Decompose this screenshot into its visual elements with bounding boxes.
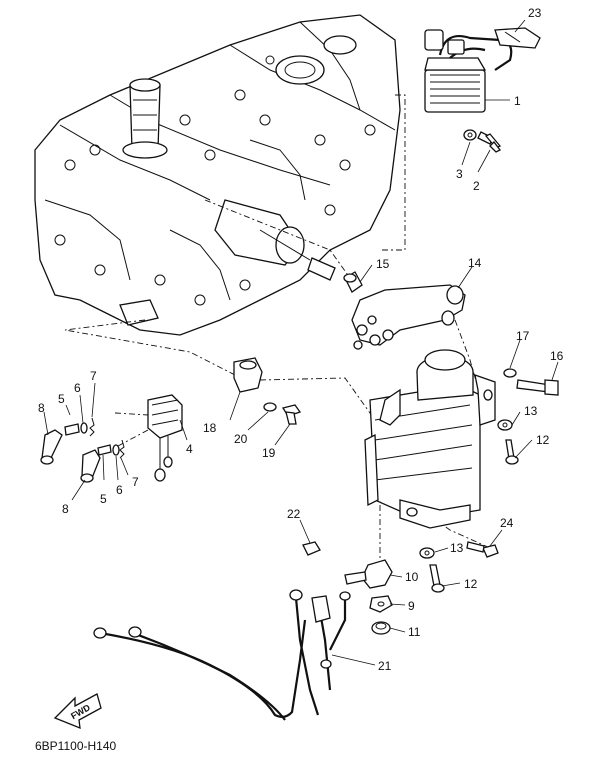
part-label-8a: 8 (38, 401, 45, 415)
leader-dash (259, 377, 376, 421)
part-label-15: 15 (376, 257, 390, 271)
relay-10 (344, 559, 393, 589)
part-label-5a: 5 (58, 392, 65, 406)
ignition-coil (114, 394, 183, 482)
rectifier-regulator (424, 29, 513, 113)
collar-15 (343, 271, 363, 293)
part-label-13b: 13 (450, 541, 464, 555)
washer-3 (463, 129, 477, 141)
battery-cable (93, 589, 351, 721)
part-label-12a: 12 (536, 433, 550, 447)
washer-6b (112, 444, 120, 456)
label-leaders (43, 19, 559, 666)
part-label-19: 19 (262, 446, 276, 460)
part-label-2: 2 (473, 179, 480, 193)
part-label-14: 14 (468, 256, 482, 270)
sensor-18 (233, 357, 263, 393)
plug-cap-lower (80, 449, 101, 483)
part-label-13a: 13 (524, 404, 538, 418)
part-label-11: 11 (408, 625, 421, 639)
part-label-9: 9 (408, 599, 415, 613)
washer-13a (497, 419, 513, 431)
part-label-3: 3 (456, 167, 463, 181)
spring-7b (119, 439, 125, 459)
part-label-22: 22 (287, 507, 301, 521)
part-label-10: 10 (405, 570, 419, 584)
screw-5b (97, 444, 112, 456)
cover-11 (371, 621, 391, 635)
plug-cap-upper (40, 429, 63, 465)
bolt-2 (477, 131, 502, 153)
part-label-7b: 7 (132, 475, 139, 489)
diagram-code: 6BP1100-H140 (35, 739, 116, 753)
leader-dash (380, 94, 406, 251)
part-label-6a: 6 (74, 381, 81, 395)
part-label-17: 17 (516, 329, 530, 343)
leader-dash (204, 199, 351, 279)
starter-bracket (351, 284, 466, 350)
part-label-8b: 8 (62, 502, 69, 516)
part-label-4: 4 (186, 442, 193, 456)
washer-13b (419, 547, 435, 559)
part-label-24: 24 (500, 516, 514, 530)
part-number-labels: 1 23 3 2 15 14 17 16 13 12 7 6 5 8 4 18 … (38, 6, 564, 673)
part-label-7a: 7 (90, 369, 97, 383)
bolt-12a (505, 439, 519, 465)
nut-9 (369, 595, 393, 613)
washer-6a (80, 422, 88, 434)
screw-5a (64, 423, 80, 436)
washer-17 (503, 368, 517, 378)
bolt-12b (429, 564, 445, 593)
part-label-21: 21 (378, 659, 392, 673)
wire-clip (494, 27, 541, 49)
leader-dash (399, 494, 491, 549)
bolt-16 (516, 379, 559, 396)
bolt-22 (302, 541, 321, 556)
starter-motor (364, 349, 496, 529)
part-label-1: 1 (514, 94, 521, 108)
part-label-23: 23 (528, 6, 542, 20)
part-label-20: 20 (234, 432, 248, 446)
washer-20 (263, 402, 277, 412)
part-label-12b: 12 (464, 577, 478, 591)
engine-block (34, 14, 401, 336)
bolt-24 (466, 541, 499, 558)
forward-arrow-icon: FWD (53, 693, 102, 730)
part-label-5b: 5 (100, 492, 107, 506)
bolt-19 (281, 404, 302, 425)
part-label-6b: 6 (116, 483, 123, 497)
part-label-16: 16 (550, 349, 564, 363)
spring-7a (89, 417, 95, 437)
part-label-18: 18 (203, 421, 217, 435)
leader-dash (64, 319, 236, 376)
